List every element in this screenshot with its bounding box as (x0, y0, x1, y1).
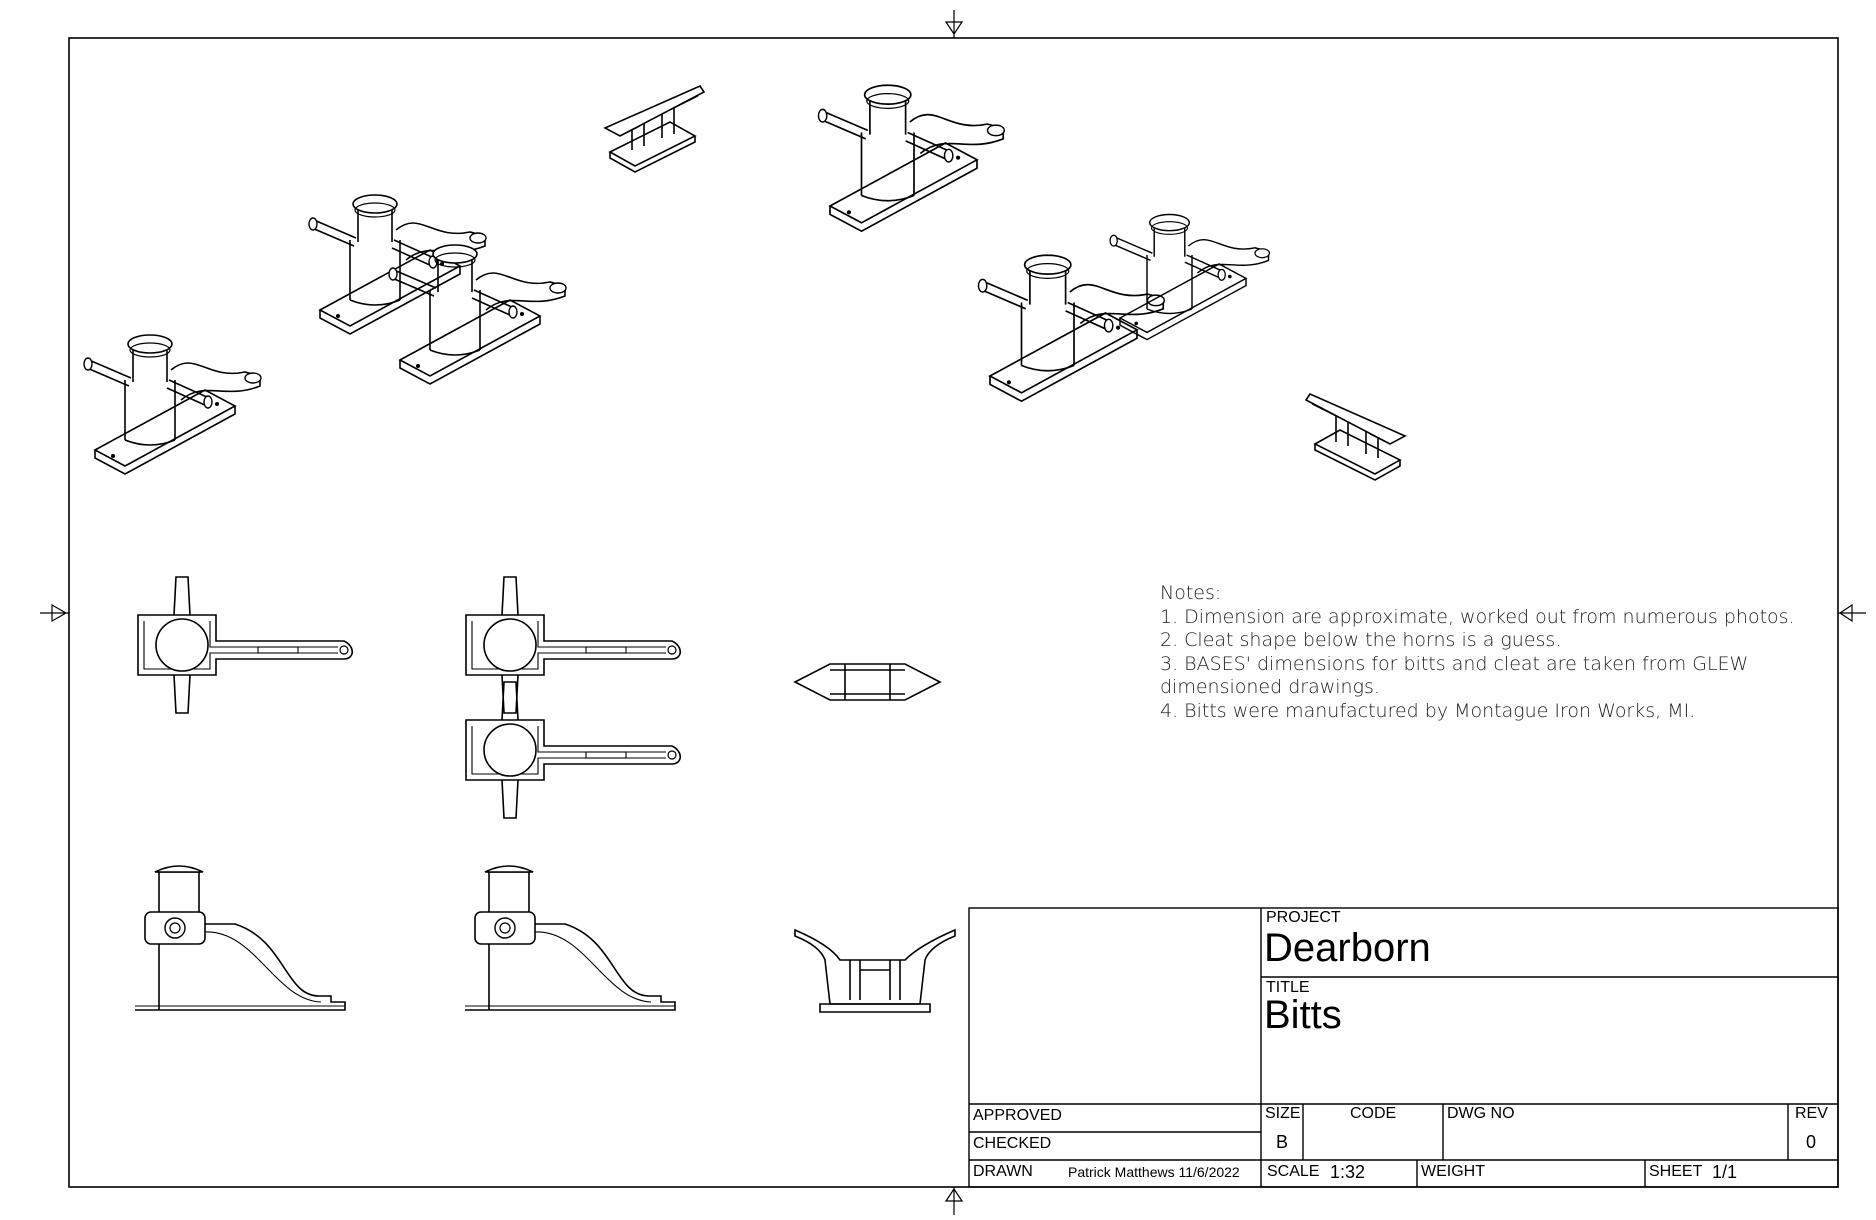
note-line: 1. Dimension are approximate, worked out… (1160, 605, 1795, 628)
drawing-title: Bitts (1264, 993, 1342, 1037)
note-line: 2. Cleat shape below the horns is a gues… (1160, 629, 1562, 651)
scale-value: 1:32 (1330, 1162, 1366, 1182)
rev-label: REV (1795, 1105, 1828, 1122)
note-line: dimensioned drawings. (1160, 676, 1380, 698)
drawn-label: DRAWN (973, 1163, 1033, 1180)
scale-label: SCALE (1267, 1163, 1320, 1180)
title-label: TITLE (1266, 979, 1310, 996)
checked-label: CHECKED (973, 1135, 1052, 1152)
rev-value: 0 (1806, 1132, 1817, 1152)
drawn-by: Patrick Matthews 11/6/2022 (1068, 1164, 1240, 1180)
note-line: 3. BASES' dimensions for bitts and cleat… (1160, 652, 1749, 675)
dwg-no-label: DWG NO (1447, 1105, 1515, 1122)
size-value: B (1276, 1132, 1289, 1152)
notes-block: Notes: 1. Dimension are approximate, wor… (1160, 582, 1795, 723)
notes-heading: Notes: (1160, 582, 1222, 604)
code-label: CODE (1350, 1105, 1397, 1122)
project-label: PROJECT (1266, 909, 1341, 926)
project-name: Dearborn (1264, 926, 1431, 970)
weight-label: WEIGHT (1421, 1163, 1485, 1180)
sheet-label: SHEET (1649, 1163, 1703, 1180)
sheet-value: 1/1 (1712, 1162, 1738, 1182)
size-label: SIZE (1265, 1105, 1301, 1122)
note-line: 4. Bitts were manufactured by Montague I… (1160, 699, 1696, 722)
approved-label: APPROVED (973, 1107, 1062, 1124)
